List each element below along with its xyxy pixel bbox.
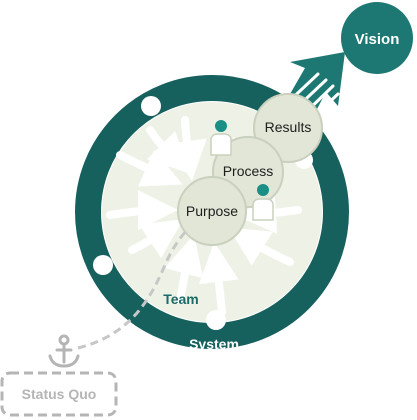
anchor-icon bbox=[48, 334, 80, 368]
system-label: System bbox=[189, 336, 239, 352]
vision-label: Vision bbox=[355, 31, 400, 48]
vision-circle bbox=[341, 2, 413, 74]
purpose-label: Purpose bbox=[186, 203, 238, 219]
process-label: Process bbox=[223, 163, 274, 179]
status-quo-label: Status Quo bbox=[22, 386, 97, 402]
status-quo-box bbox=[0, 371, 118, 417]
person-icon bbox=[252, 184, 274, 221]
system-ring bbox=[75, 75, 349, 349]
purpose-bubble bbox=[177, 176, 247, 246]
team-label: Team bbox=[163, 291, 199, 307]
results-label: Results bbox=[265, 119, 312, 135]
person-icon bbox=[210, 120, 232, 156]
